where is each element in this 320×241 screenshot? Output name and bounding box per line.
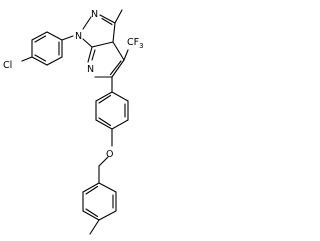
bond-inner [34, 35, 47, 43]
bond-to-trifluoromethyl [123, 49, 129, 61]
bond-double [109, 60, 122, 76]
bond [31, 31, 48, 41]
bond-ring-to-chlorine [21, 56, 33, 62]
bond [98, 210, 117, 221]
bond [46, 31, 63, 41]
bond [112, 41, 125, 61]
pyrazole-n1-label: N [75, 31, 82, 42]
bond-inner [34, 54, 47, 62]
phenylene-ring [95, 91, 129, 130]
bond-double [91, 49, 96, 61]
bond [95, 119, 113, 130]
bond-inner [85, 208, 99, 218]
bond [31, 56, 48, 66]
bond [111, 119, 129, 130]
bond-inner [98, 117, 112, 127]
chlorine-label: Cl [3, 60, 12, 71]
chlorophenyl-ring [31, 31, 63, 66]
bond [46, 56, 63, 66]
bond [99, 14, 116, 24]
bond-methyl [114, 9, 123, 24]
bond-inner [98, 94, 112, 104]
trifluoromethyl-subscript: 3 [139, 42, 143, 50]
structure-canvas: Cl N N N CF3 O [3, 9, 144, 235]
bond [95, 91, 113, 102]
bond-inner [85, 185, 99, 195]
pyridine-n-label: N [87, 64, 94, 75]
bond [82, 182, 100, 193]
pyrazole-ring [82, 14, 116, 48]
bond-tolyl-methyl [89, 219, 100, 235]
bond-oxygen-to-methylene [98, 156, 109, 167]
bond [111, 59, 125, 78]
bond-double [101, 17, 113, 26]
trifluoromethyl-label: CF3 [127, 37, 144, 50]
bond [91, 41, 114, 48]
bond [82, 210, 100, 221]
bond [82, 38, 93, 48]
bond [82, 16, 92, 30]
bond [111, 91, 129, 102]
bond [98, 182, 117, 193]
molecule-structure: Cl N N N CF3 O [3, 9, 144, 235]
bond [87, 46, 93, 63]
trifluoromethyl-text: CF [127, 37, 139, 48]
tolyl-ring [82, 182, 117, 221]
bond [112, 22, 116, 43]
pyrazole-n2-label: N [91, 9, 98, 20]
pyridine-ring [87, 41, 125, 78]
bond-ring-to-n1 [61, 35, 74, 41]
ether-oxygen-label: O [106, 149, 113, 160]
